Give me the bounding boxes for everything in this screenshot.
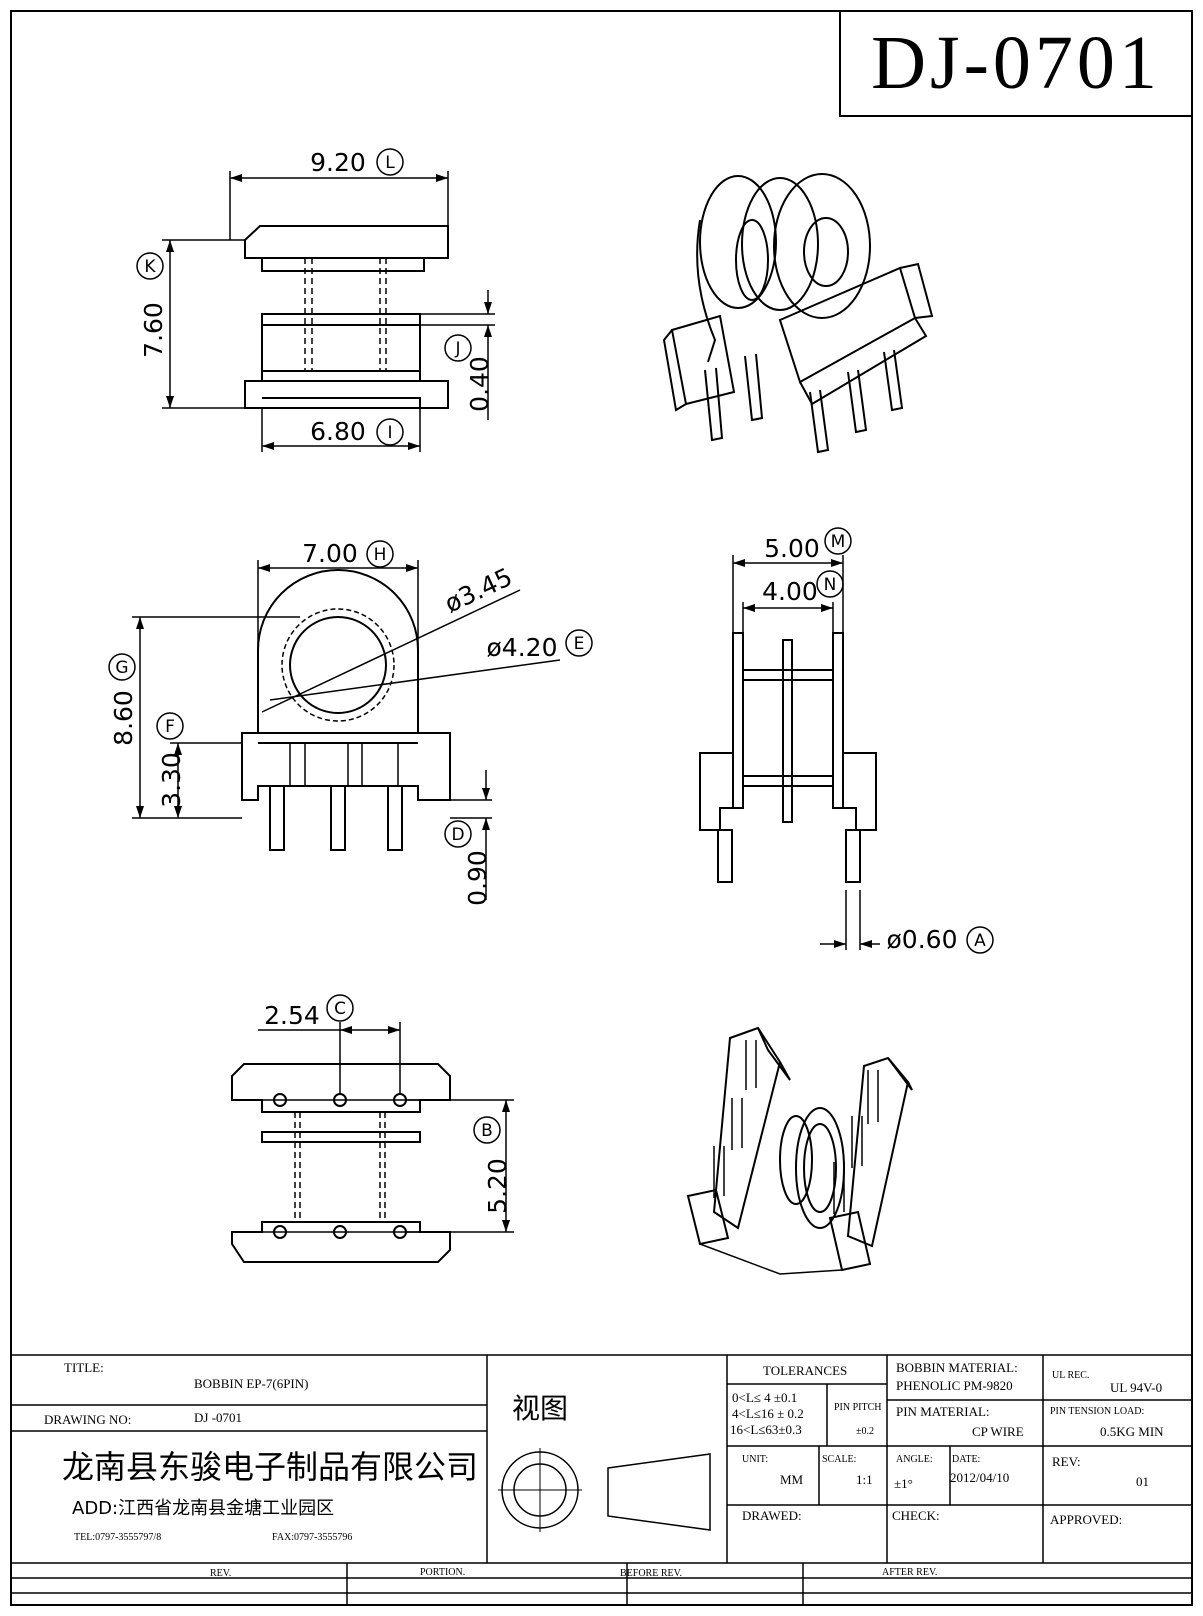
bobbin-material-value: PHENOLIC PM-9820 (896, 1378, 1013, 1393)
dim-f-value: 3.30 (157, 752, 186, 808)
dim-h-value: 7.00 (302, 539, 358, 568)
pin-material-value: CP WIRE (972, 1424, 1024, 1439)
title-block (11, 1354, 1192, 1605)
company-name: 龙南县东骏电子制品有限公司 (62, 1448, 478, 1486)
dim-b-letter: B (481, 1121, 493, 1141)
drawed-label: DRAWED: (742, 1508, 802, 1523)
dim-n-letter: N (824, 575, 837, 595)
dim-j-value: 0.40 (465, 356, 494, 412)
dim-f-letter: F (165, 717, 175, 737)
title-value: BOBBIN EP-7(6PIN) (194, 1376, 308, 1391)
bottom-view: 2.54 C B 5.20 (231, 994, 514, 1263)
scale-label: SCALE: (822, 1454, 856, 1465)
dim-m-letter: M (831, 532, 846, 552)
angle-label: ANGLE: (896, 1454, 933, 1465)
dim-l-letter: L (385, 153, 395, 173)
dim-e-value: ø4.20 (487, 633, 558, 662)
unit-value: MM (780, 1472, 804, 1487)
dim-k-letter: K (144, 257, 156, 277)
isometric-view-bottom (686, 1026, 913, 1275)
dim-d-value: 0.90 (463, 850, 492, 906)
dim-k-value: 7.60 (139, 302, 168, 358)
side-view-hole: 7.00 H ø3.45 ø4.20 E G 8.60 F 3.30 D 0.9… (108, 539, 593, 906)
side-view-profile: 5.00 M 4.00 N ø0.60 A (699, 527, 994, 954)
tolerance-2: 4<L≤16 ± 0.2 (732, 1406, 804, 1421)
view-label: 视图 (512, 1392, 568, 1425)
bobbin-material-label: BOBBIN MATERIAL: (896, 1360, 1018, 1375)
company-address: ADD:江西省龙南县金塘工业园区 (72, 1498, 334, 1519)
date-label: DATE: (952, 1454, 980, 1465)
unit-label: UNIT: (742, 1454, 768, 1465)
check-label: CHECK: (892, 1508, 940, 1523)
dim-a-letter: A (974, 931, 986, 951)
revision-before: BEFORE REV. (620, 1568, 682, 1579)
title-label: TITLE: (64, 1360, 104, 1375)
revision-rev: REV. (210, 1568, 231, 1579)
pin-tension-label: PIN TENSION LOAD: (1050, 1406, 1144, 1417)
dim-c-letter: C (334, 999, 346, 1019)
front-view: 9.20 L 7.60 K J 0.40 6.80 I (136, 148, 495, 452)
isometric-view-top (662, 173, 934, 454)
tolerance-3: 16<L≤63±0.3 (730, 1422, 802, 1437)
revision-after: AFTER REV. (882, 1567, 937, 1578)
tolerances-label: TOLERANCES (763, 1363, 847, 1378)
dim-l-value: 9.20 (310, 148, 366, 177)
dim-e-letter: E (574, 634, 585, 654)
rev-label: REV: (1052, 1454, 1081, 1469)
dim-a-value: ø0.60 (887, 925, 958, 954)
dim-h-letter: H (374, 545, 387, 565)
drawing-id: DJ-0701 (871, 21, 1161, 105)
dim-d-letter: D (451, 825, 464, 845)
dim-c-value: 2.54 (264, 1001, 320, 1030)
ul-label: UL REC. (1052, 1370, 1089, 1381)
dim-g-value: 8.60 (109, 690, 138, 746)
ul-value: UL 94V-0 (1110, 1380, 1162, 1395)
company-tel: TEL:0797-3555797/8 (74, 1532, 161, 1543)
pin-pitch-value: ±0.2 (856, 1426, 874, 1437)
drawing-no-label: DRAWING NO: (44, 1412, 131, 1427)
dim-i-value: 6.80 (310, 417, 366, 446)
pin-tension-value: 0.5KG MIN (1100, 1424, 1164, 1439)
dim-j-letter: J (454, 339, 460, 359)
tolerance-1: 0<L≤ 4 ±0.1 (732, 1390, 797, 1405)
rev-value: 01 (1136, 1474, 1149, 1489)
scale-value: 1:1 (856, 1472, 873, 1487)
dim-n-value: 4.00 (762, 577, 818, 606)
dim-m-value: 5.00 (764, 534, 820, 563)
dim-g-letter: G (115, 658, 128, 678)
pin-material-label: PIN MATERIAL: (896, 1404, 990, 1419)
revision-portion: PORTION. (420, 1567, 465, 1578)
dim-i-letter: I (387, 423, 392, 443)
dim-b-value: 5.20 (483, 1158, 512, 1214)
angle-value: ±1° (894, 1476, 913, 1491)
approved-label: APPROVED: (1050, 1512, 1122, 1527)
company-fax: FAX:0797-3555796 (272, 1532, 352, 1543)
drawing-no-value: DJ -0701 (194, 1410, 242, 1425)
pin-pitch-label: PIN PITCH (834, 1402, 882, 1413)
date-value: 2012/04/10 (950, 1470, 1009, 1485)
drawing-id-box: DJ-0701 (839, 11, 1192, 117)
sheet-border (10, 10, 1193, 1606)
